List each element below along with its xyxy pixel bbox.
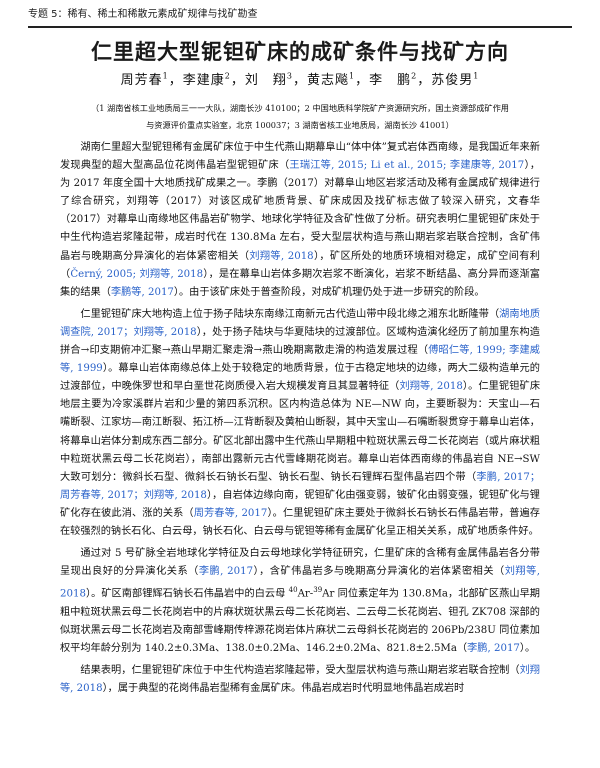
author-separator: ， [230, 73, 245, 88]
body-text: ），矿区所处的地质环境相对稳定，成矿空间有利（ [60, 250, 540, 280]
citation-link[interactable]: Černý, 2005; 刘翔等, 2018 [70, 268, 204, 280]
citation-link[interactable]: 李鹏等, 2017 [110, 286, 174, 298]
affiliation-line-2: 与资源评价重点实验室，北京 100037；3 湖南省核工业地质局，湖南长沙 41… [146, 120, 454, 130]
author-affiliation-mark: 1 [473, 71, 480, 81]
author-affiliation-mark: 2 [224, 71, 231, 81]
citation-link[interactable]: 傅昭仁等, 1999; 李建威等, 1999 [60, 345, 540, 375]
body-text: ）。由于该矿床处于普查阶段，对成矿机理仍处于进一步研究的阶段。 [173, 286, 485, 298]
header-text: 专题 5：稀有、稀土和稀散元素成矿规律与找矿勘查 [28, 9, 258, 20]
paragraph-2: 仁里铌钽矿床大地构造上位于扬子陆块东南缘江南新元古代造山带中段北缘之湘东北断隆带… [60, 306, 540, 541]
body-text: Ar- [297, 588, 314, 600]
author-separator: ， [168, 73, 183, 88]
author-affiliation-mark: 2 [411, 71, 418, 81]
body-text: 仁里铌钽矿床大地构造上位于扬子陆块东南缘江南新元古代造山带中段北缘之湘东北断隆带… [80, 308, 500, 320]
body-text: ），处于扬子陆块与华夏陆块的过渡部位。区域构造演化经历了前加里东构造拼合→印支期… [60, 326, 540, 357]
citation-link[interactable]: 李鹏, 2017；周芳春等, 2017；刘翔等, 2018 [60, 471, 541, 501]
author-affiliation-mark: 1 [162, 71, 169, 81]
author-name: 李建康 [182, 73, 225, 88]
paper-body: 湖南仁里超大型铌钽稀有金属矿床位于中生代燕山期幕阜山“体中体”复式岩体西南缘，是… [60, 139, 540, 702]
body-text: Ar 同位素定年为 130.8Ma，北部矿区燕山早期粗中粒斑状黑云母二长花岗岩中… [60, 588, 540, 654]
author: 刘 翔3 [244, 71, 293, 88]
body-text: ）。 [519, 642, 536, 654]
body-text: ），属于典型的花岗伟晶岩型稀有金属矿床。伟晶岩成岩时代明显地伟晶岩成岩时 [102, 683, 465, 695]
body-text: 湖南仁里超大型铌钽稀有金属矿床位于中生代燕山期幕阜山“体中体”复式岩体西南缘，是… [60, 142, 540, 172]
author: 李 鹏2 [369, 71, 418, 88]
author-separator: ， [292, 73, 307, 88]
affiliations: （1 湖南省核工业地质局三一一大队，湖南长沙 410100；2 中国地质科学院矿… [60, 100, 540, 134]
citation-link[interactable]: 李鹏, 2017 [467, 642, 520, 654]
author: 周芳春1 [120, 71, 169, 88]
paragraph-3: 通过对 5 号矿脉全岩地球化学特征及白云母地球化学特征研究，仁里矿床的含稀有金属… [60, 545, 540, 658]
author-separator: ， [417, 73, 432, 88]
paper-title: 仁里超大型铌钽矿床的成矿条件与找矿方向 [91, 40, 509, 64]
body-text: 结果表明，仁里铌钽矿床位于中生代构造岩浆隆起带，受大型层状构造与燕山期岩浆岩联合… [80, 665, 520, 677]
author-name: 周芳春 [120, 73, 163, 88]
citation-link[interactable]: 刘翔等, 2018 [60, 665, 540, 695]
author-name: 苏俊男 [431, 73, 474, 88]
citation-link[interactable]: 刘翔等, 2018 [399, 381, 463, 393]
author-affiliation-mark: 1 [349, 71, 356, 81]
citation-link[interactable]: 周芳春等, 2017 [193, 507, 268, 519]
body-text: 通过对 5 号矿脉全岩地球化学特征及白云母地球化学特征研究，仁里矿床的含稀有金属… [60, 548, 540, 578]
author-name: 黄志飚 [307, 73, 350, 88]
body-text: ）。仁里铌钽矿床地层主要为冷家溪群片岩和少量的第四系沉积。区内构造总体为 NE—… [60, 381, 541, 483]
author: 苏俊男1 [431, 71, 480, 88]
author-affiliation-mark: 3 [286, 71, 293, 81]
author-separator: ， [355, 73, 370, 88]
affiliation-line-1: （1 湖南省核工业地质局三一一大队，湖南长沙 410100；2 中国地质科学院矿… [91, 103, 509, 113]
body-text: ）。幕阜山岩体南缘总体上处于较稳定的地质背景，位于古稳定地块的边缘，两大二级构造… [60, 363, 540, 393]
body-text: ）。仁里铌钽矿床主要处于微斜长石钠长石伟晶岩带，普遍存在较强烈的钠长石化、白云母… [60, 507, 540, 537]
author-name: 李 鹏 [369, 73, 412, 88]
paragraph-4: 结果表明，仁里铌钽矿床位于中生代构造岩浆隆起带，受大型层状构造与燕山期岩浆岩联合… [60, 662, 540, 698]
body-text: ），是在幕阜山岩体多期次岩浆不断演化，岩浆不断结晶、高分异而逐渐富集的结果（ [60, 268, 540, 298]
superscript-text: 39 [313, 586, 323, 595]
paragraph-1: 湖南仁里超大型铌钽稀有金属矿床位于中生代燕山期幕阜山“体中体”复式岩体西南缘，是… [60, 139, 540, 302]
citation-link[interactable]: 刘翔等, 2018 [60, 566, 540, 600]
body-text: ），为 2017 年度全国十大地质找矿成果之一。李鹏（2017）对幕阜山地区岩浆… [60, 160, 541, 262]
body-text: ），含矿伟晶岩多与晚期高分异演化的岩体紧密相关（ [253, 566, 505, 578]
citation-link[interactable]: 刘翔等, 2018 [249, 250, 314, 262]
superscript-text: 40 [288, 586, 298, 595]
citation-link[interactable]: 湖南地质调查院, 2017；刘翔等, 2018 [60, 308, 541, 338]
body-text: ），自岩体边缘向南，铌钽矿化由强变弱，铍矿化由弱变强，铌钽矿化与锂矿化存在彼此消… [60, 489, 540, 519]
running-header: 专题 5：稀有、稀土和稀散元素成矿规律与找矿勘查 [28, 8, 572, 28]
author-list: 周芳春1，李建康2，刘 翔3，黄志飚1，李 鹏2，苏俊男1 [0, 69, 600, 88]
citation-link[interactable]: 李鹏, 2017 [198, 566, 254, 578]
author-name: 刘 翔 [244, 73, 287, 88]
author: 黄志飚1 [307, 71, 356, 88]
citation-link[interactable]: 王瑞江等, 2015; Li et al., 2015; 李建康等, 2017 [289, 160, 525, 172]
body-text: ）。矿区南部锂辉石钠长石伟晶岩中的白云母 [85, 588, 289, 600]
author: 李建康2 [182, 71, 231, 88]
